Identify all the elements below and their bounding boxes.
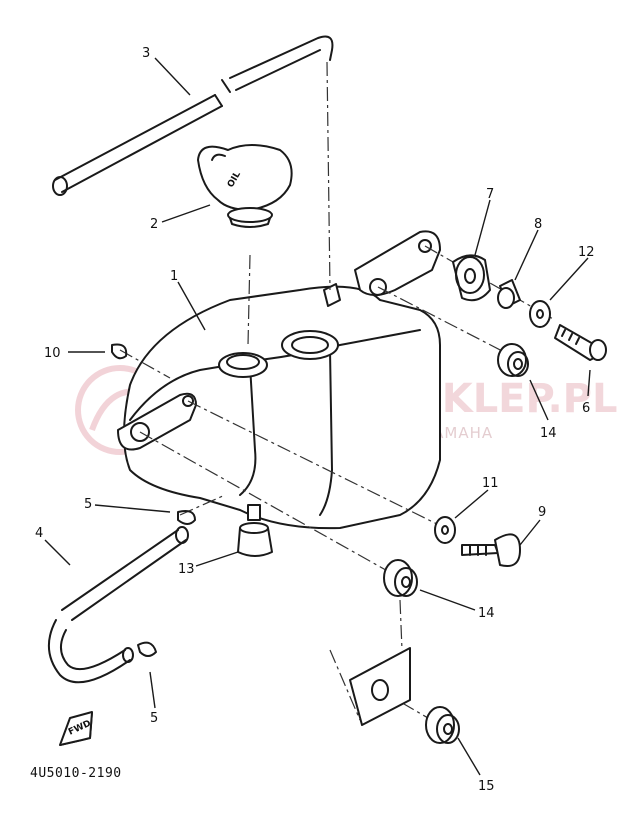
tank-cap: OIL (197, 144, 293, 228)
callout-5-upper: 5 (84, 497, 92, 512)
callout-2: 2 (150, 217, 158, 232)
callout-14-upper: 14 (540, 426, 557, 441)
grommet-14-lower (383, 559, 418, 597)
breather-hose (52, 35, 334, 196)
callout-14-lower: 14 (478, 606, 495, 621)
callout-7: 7 (486, 187, 494, 202)
callout-12: 12 (578, 245, 595, 260)
grommet-15 (425, 706, 460, 744)
clamp-10 (111, 343, 128, 360)
wing-bolt-9 (461, 533, 521, 567)
callout-5-lower: 5 (150, 711, 158, 726)
lower-bracket (349, 647, 411, 726)
callouts: 3 2 1 10 5 4 5 6 7 8 12 14 11 9 13 14 15 (35, 46, 595, 794)
callout-11: 11 (482, 476, 499, 491)
drain-plug-13 (237, 504, 273, 557)
leader-lines (44, 57, 591, 776)
callout-1: 1 (170, 269, 178, 284)
rubber-damper-7 (452, 254, 491, 302)
grommet-14-upper (497, 343, 529, 377)
washer-12 (529, 300, 551, 328)
fwd-arrow-icon: FWD (59, 711, 93, 746)
callout-8: 8 (534, 217, 542, 232)
oil-hose (48, 526, 189, 684)
callout-13: 13 (178, 562, 195, 577)
callout-15: 15 (478, 779, 495, 794)
callout-9: 9 (538, 505, 546, 520)
callout-4: 4 (35, 526, 43, 541)
washer-11 (434, 516, 456, 544)
diagram-code: 4U5010-2190 (30, 766, 122, 781)
collar-8 (497, 279, 521, 309)
callout-10: 10 (44, 346, 61, 361)
hose-clip-5-upper (177, 510, 196, 525)
callout-3: 3 (142, 46, 150, 61)
callout-6: 6 (582, 401, 590, 416)
oil-tank (117, 230, 441, 530)
hose-clip-5-lower (137, 641, 157, 657)
bolt-6 (554, 324, 607, 361)
